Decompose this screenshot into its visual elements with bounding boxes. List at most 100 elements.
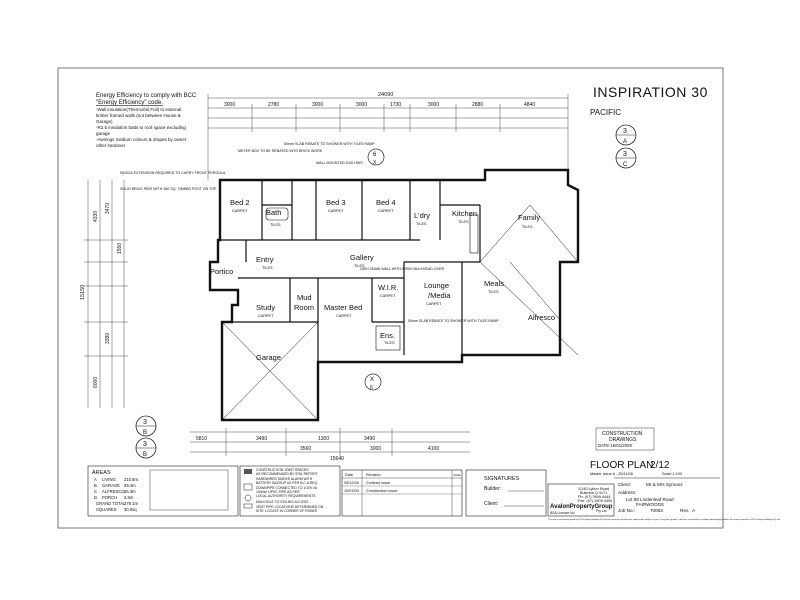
energy-notes: Energy Efficiency to comply with BCC "En… — [96, 93, 197, 148]
svg-text:3: 3 — [623, 151, 627, 158]
svg-text:3560: 3560 — [300, 446, 311, 452]
svg-text:SQUARES: SQUARES — [96, 507, 117, 512]
title-block: FLOOR PLAN 2/12 Master Issue A - 25/11/0… — [548, 460, 781, 521]
svg-text:TILES: TILES — [488, 290, 499, 294]
dim-overall: 24090 — [378, 92, 393, 98]
svg-text:X: X — [373, 160, 377, 166]
svg-text:C: C — [623, 162, 628, 168]
dimension-lines-left — [84, 180, 128, 408]
company-block: 1/140 Lytton Road Bulimba Q 4171 Ph: (07… — [547, 483, 615, 517]
revision-table: Date Revision Initials 05/12/08 Contract… — [341, 469, 463, 517]
svg-text:CONSTRUCTION: CONSTRUCTION — [602, 431, 643, 437]
svg-text:TILES: TILES — [262, 266, 273, 270]
svg-text:4840: 4840 — [524, 102, 535, 108]
svg-text:GARAGE: GARAGE — [102, 483, 120, 488]
svg-text:Date: Date — [345, 473, 353, 477]
svg-text:3000: 3000 — [312, 102, 323, 108]
svg-text:FAIRWOODS: FAIRWOODS — [636, 502, 664, 507]
svg-text:CARPET: CARPET — [380, 294, 396, 298]
design-name: INSPIRATION 30 — [593, 84, 708, 100]
dim-left-col: 4330 3470 1550 3380 6000 — [93, 203, 123, 388]
svg-text:Builder:: Builder: — [484, 486, 501, 492]
svg-text:Address:: Address: — [618, 490, 636, 495]
svg-text:5810: 5810 — [196, 436, 207, 442]
room-gallery: Gallery — [350, 253, 374, 262]
svg-text:Construction issue: Construction issue — [366, 489, 397, 493]
svg-text:4100: 4100 — [428, 446, 439, 452]
energy-note-line1: Energy Efficiency to comply with BCC — [96, 93, 197, 99]
section-marker-mid: 6 X X 6 — [364, 148, 385, 391]
svg-text:Contract issue: Contract issue — [366, 481, 390, 485]
energy-note-item: timber framed walls (not between House & — [96, 113, 181, 118]
energy-note-line2: "Energy Efficiency" code. — [96, 100, 163, 106]
svg-text:TILES: TILES — [270, 223, 281, 227]
svg-text:3: 3 — [623, 128, 627, 135]
svg-text:3000: 3000 — [428, 102, 439, 108]
room-bath: Bath — [266, 208, 281, 217]
svg-text:15/01/09: 15/01/09 — [344, 489, 359, 493]
floor-plan — [208, 168, 580, 422]
room-bed4: Bed 4 — [376, 198, 396, 207]
room-laundry: L'dry — [414, 211, 430, 220]
svg-text:GRAND TOTAL: GRAND TOTAL — [96, 501, 126, 506]
svg-text:Master Issue A - 25/11/08: Master Issue A - 25/11/08 — [590, 472, 633, 476]
energy-note-item: -Awnings medium colours & drapes by owne… — [96, 137, 187, 142]
svg-text:100mm UPVC PIPE AS PER: 100mm UPVC PIPE AS PER — [256, 490, 300, 494]
svg-text:2880: 2880 — [472, 102, 483, 108]
room-kitchen: Kitchen — [452, 209, 477, 218]
svg-text:4330: 4330 — [93, 211, 99, 222]
svg-text:Fax: (07) 3909 4400: Fax: (07) 3909 4400 — [578, 499, 612, 503]
note-ramp: 50mm SLAB REBATE TO SHOWER WITH TILES RA… — [408, 319, 499, 323]
svg-text:25.3m: 25.3m — [124, 489, 136, 494]
svg-text:DOWNPIPE CONNECTED TO 1/100 VA: DOWNPIPE CONNECTED TO 1/100 VA — [256, 486, 318, 490]
sheet-title: FLOOR PLAN — [590, 460, 653, 471]
svg-text:SITE, LOCATE IN CORNER OF ROBE: SITE, LOCATE IN CORNER OF ROBES — [256, 509, 318, 513]
facade-name: PACIFIC — [590, 108, 621, 117]
dim-top-row: 3000 2780 3000 3000 1730 3000 2880 4840 — [224, 102, 535, 108]
svg-text:15640: 15640 — [330, 456, 344, 462]
svg-text:30.0sq: 30.0sq — [124, 507, 137, 512]
svg-text:X: X — [370, 377, 374, 383]
svg-text:DATE 15/01/2009: DATE 15/01/2009 — [598, 443, 632, 448]
svg-text:LOCAL AUTHORITY REQUIREMENTS: LOCAL AUTHORITY REQUIREMENTS — [256, 494, 316, 498]
section-marker-left: 3 B 3 B — [135, 415, 157, 459]
svg-text:6: 6 — [373, 152, 377, 158]
svg-text:CARPET: CARPET — [232, 209, 248, 213]
room-meals: Meals — [484, 279, 504, 288]
room-bed3: Bed 3 — [326, 198, 346, 207]
note-brick-pier: SOLID BRICK PIER WITH 350 SQ. TIMBER POS… — [120, 187, 217, 191]
svg-text:BSA Licence No.: BSA Licence No. — [550, 511, 576, 515]
dim-bottom-row: 3490 1300 3490 3560 3000 4100 15640 5810 — [196, 436, 439, 462]
svg-text:ALFRESCO: ALFRESCO — [102, 489, 125, 494]
energy-note-item: Garage) — [96, 119, 113, 124]
areas-table: AREAS A LIVING 210.8m B GARAGE 39.4m C A… — [87, 465, 239, 517]
svg-text:3490: 3490 — [256, 436, 267, 442]
svg-text:PORCH: PORCH — [102, 495, 117, 500]
svg-text:6: 6 — [370, 385, 373, 391]
copyright-note: This work is exclusively owned by PDG Pr… — [548, 518, 781, 521]
svg-text:Mr & Mrs Symons: Mr & Mrs Symons — [646, 482, 683, 487]
svg-text:TILES: TILES — [522, 225, 533, 229]
svg-text:CARPET: CARPET — [258, 314, 274, 318]
room-wir: W.I.R. — [378, 283, 398, 292]
svg-text:Pty Ltd: Pty Ltd — [596, 509, 607, 513]
svg-text:MAN HOLE TO CEILING ACCESS: MAN HOLE TO CEILING ACCESS — [256, 500, 309, 504]
svg-text:C: C — [94, 489, 97, 494]
svg-text:CARPET: CARPET — [328, 209, 344, 213]
svg-text:AS RECOMMENDED BY SOIL REPORT: AS RECOMMENDED BY SOIL REPORT — [256, 472, 318, 476]
svg-text:3470: 3470 — [105, 203, 111, 214]
svg-text:A: A — [692, 508, 696, 513]
svg-text:70063: 70063 — [650, 508, 663, 513]
areas-key-diagram — [149, 469, 229, 511]
dimension-lines-bottom — [190, 428, 470, 456]
room-portico: Portico — [210, 267, 233, 276]
dim-overall-depth: 15150 — [80, 285, 86, 300]
finish-labels: CARPET TILES CARPET CARPET TILES TILES T… — [232, 209, 533, 345]
note-slab-rebate: 50mm SLAB REBATE TO SHOWER WITH TILES RA… — [284, 142, 375, 146]
svg-text:AREAS: AREAS — [92, 470, 111, 476]
room-garage: Garage — [256, 353, 281, 362]
room-media: /Media — [428, 291, 451, 300]
svg-text:3000: 3000 — [370, 446, 381, 452]
room-alfresco: Alfresco — [528, 313, 555, 322]
